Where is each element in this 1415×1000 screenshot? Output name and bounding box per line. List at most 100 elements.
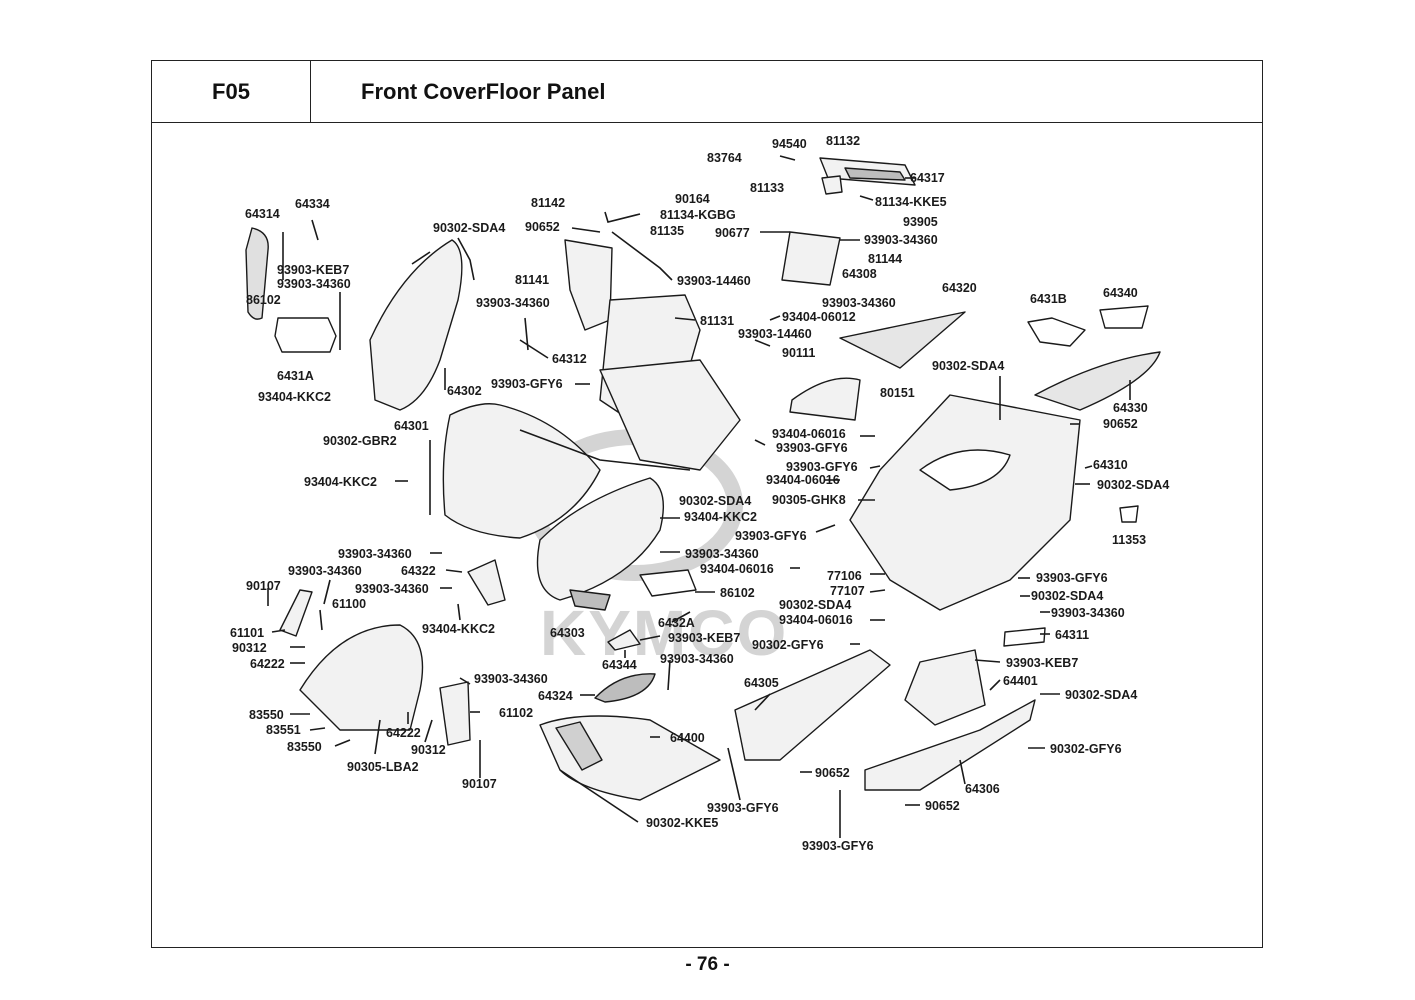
label-81135: 81135 [650, 224, 684, 238]
label-90312-a: 90312 [232, 641, 267, 655]
part-61102-bracket [439, 681, 471, 746]
leader-line [674, 317, 696, 321]
label-81131: 81131 [700, 314, 734, 328]
label-64324: 64324 [538, 689, 573, 703]
leader-line [319, 609, 323, 631]
label-90652-d: 90652 [925, 799, 960, 813]
label-81134-kgbg: 81134-KGBG [660, 208, 736, 222]
label-64322: 64322 [401, 564, 436, 578]
leader-line [859, 195, 874, 201]
part-81141-bracket [564, 239, 613, 331]
leader-line [639, 635, 661, 641]
diagram-frame [151, 122, 1263, 948]
label-11353: 11353 [1112, 533, 1146, 547]
label-90302-sda4-f: 90302-SDA4 [779, 598, 851, 612]
part-labels: 94540 81132 83764 64317 81133 81134-KKE5… [230, 134, 1169, 853]
leader-line [769, 315, 781, 321]
part-64324-trim [594, 673, 656, 703]
leader-line [869, 589, 886, 593]
label-93903-34360-g: 93903-34360 [288, 564, 362, 578]
body-panels [245, 157, 1161, 801]
label-64305: 64305 [744, 676, 779, 690]
part-64308-box [781, 231, 841, 286]
label-90652-b: 90652 [1103, 417, 1138, 431]
label-90312-b: 90312 [411, 743, 446, 757]
label-93903-34360-i: 93903-34360 [1051, 606, 1125, 620]
label-93903-gfy6-d: 93903-GFY6 [735, 529, 807, 543]
leader-line [334, 739, 351, 747]
label-93404-06016-a: 93404-06016 [772, 427, 846, 441]
label-81141: 81141 [515, 273, 549, 287]
label-90305-lba2: 90305-LBA2 [347, 760, 419, 774]
label-90652-a: 90652 [525, 220, 560, 234]
watermark-brand: KYMCO [540, 597, 788, 669]
label-64334: 64334 [295, 197, 330, 211]
label-90305-ghk8: 90305-GHK8 [772, 493, 846, 507]
label-77106: 77106 [827, 569, 862, 583]
part-64305-floor-left [734, 649, 891, 761]
part-64314-reflector [245, 227, 269, 320]
part-6431b-plate [1027, 317, 1086, 347]
part-64400-grille [555, 721, 603, 771]
label-93903-34360-d: 93903-34360 [822, 296, 896, 310]
label-86102-b: 86102 [720, 586, 755, 600]
leader-line [754, 339, 771, 347]
label-81133: 81133 [750, 181, 784, 195]
label-90302-gfy6-a: 90302-GFY6 [752, 638, 824, 652]
leader-line [989, 679, 1001, 691]
part-64340-plate [1099, 305, 1149, 329]
label-93903-34360-h: 93903-34360 [355, 582, 429, 596]
part-64301-front-cover [442, 403, 601, 539]
label-94540: 94540 [772, 137, 807, 151]
label-90302-kke5: 90302-KKE5 [646, 816, 718, 830]
label-83551: 83551 [266, 723, 301, 737]
part-64312-inner [599, 359, 741, 471]
part-80151-cover [789, 377, 861, 421]
label-90302-sda4-c: 90302-SDA4 [1097, 478, 1169, 492]
label-83550-a: 83550 [249, 708, 284, 722]
part-64310-floor-frame [849, 394, 1081, 611]
label-64301: 64301 [394, 419, 429, 433]
leader-line [445, 569, 463, 573]
leader-line [571, 227, 601, 233]
label-90164: 90164 [675, 192, 710, 206]
part-64320-panel [839, 311, 966, 369]
label-93903-14460-b: 93903-14460 [738, 327, 812, 341]
label-93404-06016-b: 93404-06016 [766, 473, 840, 487]
leader-line [559, 769, 639, 823]
leader-line [754, 439, 766, 446]
label-64317: 64317 [910, 171, 945, 185]
part-64302-side-cover [369, 239, 463, 411]
label-90302-gfy6-b: 90302-GFY6 [1050, 742, 1122, 756]
label-93903-gfy6-f: 93903-GFY6 [707, 801, 779, 815]
label-93404-06012: 93404-06012 [782, 310, 856, 324]
section-code: F05 [212, 78, 250, 104]
label-64312: 64312 [552, 352, 587, 366]
leader-line [779, 155, 796, 161]
part-61100-fender [299, 624, 424, 731]
label-64340: 64340 [1103, 286, 1138, 300]
leader-line [424, 719, 433, 743]
label-93903-34360-k: 93903-34360 [474, 672, 548, 686]
leader-line [1084, 465, 1093, 469]
label-90302-sda4-d: 90302-SDA4 [679, 494, 751, 508]
label-6431a: 6431A [277, 369, 314, 383]
part-11353-knob [1119, 505, 1139, 523]
label-93903-keb7-a: 93903-KEB7 [277, 263, 349, 277]
page-number: - 76 - [685, 954, 730, 975]
label-77107: 77107 [830, 584, 865, 598]
part-64401-cover [904, 649, 986, 726]
label-64344: 64344 [602, 658, 637, 672]
part-81132-lid [844, 167, 906, 181]
leader-line [271, 629, 286, 633]
label-93903-34360-a: 93903-34360 [864, 233, 938, 247]
section-code-cell: F05 [151, 60, 311, 122]
label-93903-14460-a: 93903-14460 [677, 274, 751, 288]
leader-line [604, 211, 641, 223]
label-90111: 90111 [782, 346, 815, 360]
label-64330: 64330 [1113, 401, 1148, 415]
label-93903-gfy6-c: 93903-GFY6 [786, 460, 858, 474]
part-64330-step [1034, 351, 1161, 411]
